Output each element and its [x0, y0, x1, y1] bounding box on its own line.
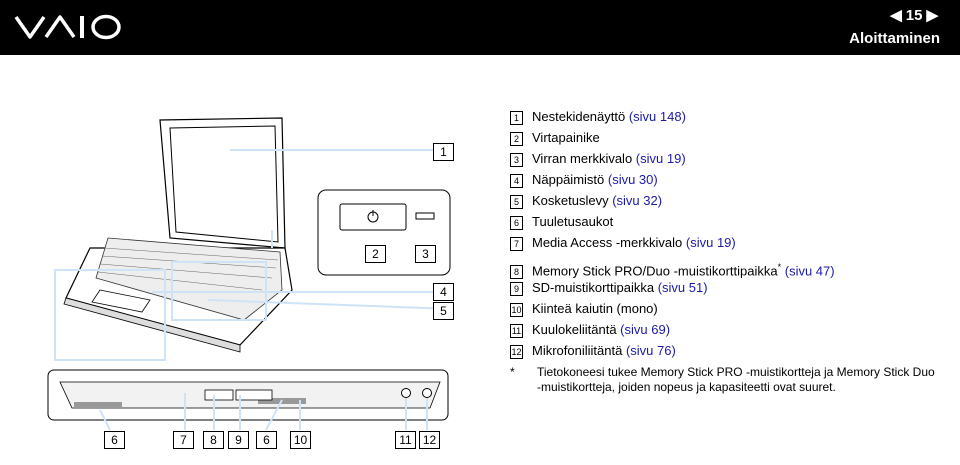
- page-link[interactable]: (sivu 69): [620, 322, 671, 337]
- legend-number: 10: [510, 302, 523, 317]
- page-link[interactable]: (sivu 30): [607, 172, 658, 187]
- page-number: 15: [905, 6, 923, 24]
- legend-number: 2: [510, 131, 523, 146]
- legend-item: 4 Näppäimistö (sivu 30): [510, 171, 658, 189]
- legend-item: 6 Tuuletusaukot: [510, 213, 613, 231]
- callout-2: 2: [365, 245, 386, 263]
- callout-6a: 6: [104, 431, 125, 449]
- legend-number: 8: [510, 264, 523, 279]
- footnote-star: *: [510, 365, 515, 379]
- next-page-arrow-icon[interactable]: ▶: [926, 7, 938, 24]
- page-link[interactable]: (sivu 51): [657, 280, 708, 295]
- legend-number: 1: [510, 110, 523, 125]
- callout-12: 12: [419, 431, 440, 449]
- callout-3: 3: [415, 245, 436, 263]
- legend-number: 7: [510, 236, 523, 251]
- legend-text: Näppäimistö: [532, 172, 608, 187]
- page-link[interactable]: (sivu 19): [685, 235, 736, 250]
- legend-item: 8 Memory Stick PRO/Duo -muistikorttipaikk…: [510, 258, 835, 279]
- legend-item: 12 Mikrofoniliitäntä (sivu 76): [510, 342, 676, 360]
- legend-text: Memory Stick PRO/Duo -muistikorttipaikka: [532, 263, 778, 279]
- legend-item: 10 Kiinteä kaiutin (mono): [510, 300, 658, 318]
- page-link[interactable]: (sivu 47): [781, 263, 835, 279]
- callout-11: 11: [395, 431, 416, 449]
- legend-text: Virtapainike: [532, 130, 600, 145]
- legend-item: 9 SD-muistikorttipaikka (sivu 51): [510, 279, 708, 297]
- callout-7: 7: [173, 431, 194, 449]
- prev-page-arrow-icon[interactable]: ◀: [890, 7, 902, 24]
- header-bar: ◀ 15 ▶ Aloittaminen: [0, 0, 960, 55]
- page-link[interactable]: (sivu 148): [628, 109, 686, 124]
- legend-number: 9: [510, 281, 523, 296]
- callout-8: 8: [203, 431, 224, 449]
- legend-text: Kosketuslevy: [532, 193, 613, 208]
- legend-item: 3 Virran merkkivalo (sivu 19): [510, 150, 686, 168]
- legend-text: Mikrofoniliitäntä: [532, 343, 626, 358]
- callout-6b: 6: [256, 431, 277, 449]
- legend-item: 11 Kuulokeliitäntä (sivu 69): [510, 321, 670, 339]
- callout-4: 4: [433, 283, 454, 301]
- legend-text: Virran merkkivalo: [532, 151, 636, 166]
- legend-text: SD-muistikorttipaikka: [532, 280, 658, 295]
- legend-item: 7 Media Access -merkkivalo (sivu 19): [510, 234, 736, 252]
- legend-text: Kiinteä kaiutin (mono): [532, 301, 658, 316]
- page-link[interactable]: (sivu 32): [612, 193, 663, 208]
- legend-number: 12: [510, 344, 523, 359]
- legend-text: Media Access -merkkivalo: [532, 235, 686, 250]
- page-link[interactable]: (sivu 76): [625, 343, 676, 358]
- callout-10: 10: [290, 431, 311, 449]
- legend-number: 5: [510, 194, 523, 209]
- page-navigation: ◀ 15 ▶: [890, 6, 938, 25]
- page-link[interactable]: (sivu 19): [635, 151, 686, 166]
- legend-item: 1 Nestekidenäyttö (sivu 148): [510, 108, 686, 126]
- vaio-logo: [14, 14, 121, 40]
- legend-item: 2 Virtapainike: [510, 129, 600, 147]
- legend-number: 4: [510, 173, 523, 188]
- footnote: * Tietokoneesi tukee Memory Stick PRO -m…: [510, 365, 940, 395]
- legend-item: 5 Kosketuslevy (sivu 32): [510, 192, 662, 210]
- laptop-illustration: [47, 117, 453, 431]
- legend-text: Nestekidenäyttö: [532, 109, 629, 124]
- legend-number: 3: [510, 152, 523, 167]
- footnote-text: Tietokoneesi tukee Memory Stick PRO -mui…: [537, 365, 935, 394]
- section-title: Aloittaminen: [849, 30, 940, 47]
- callout-9: 9: [228, 431, 249, 449]
- legend-number: 6: [510, 215, 523, 230]
- legend-number: 11: [510, 323, 523, 338]
- legend-text: Tuuletusaukot: [532, 214, 614, 229]
- legend-text: Kuulokeliitäntä: [532, 322, 621, 337]
- callout-5: 5: [433, 302, 454, 320]
- callout-1: 1: [433, 143, 454, 161]
- footnote-marker: *: [777, 262, 782, 272]
